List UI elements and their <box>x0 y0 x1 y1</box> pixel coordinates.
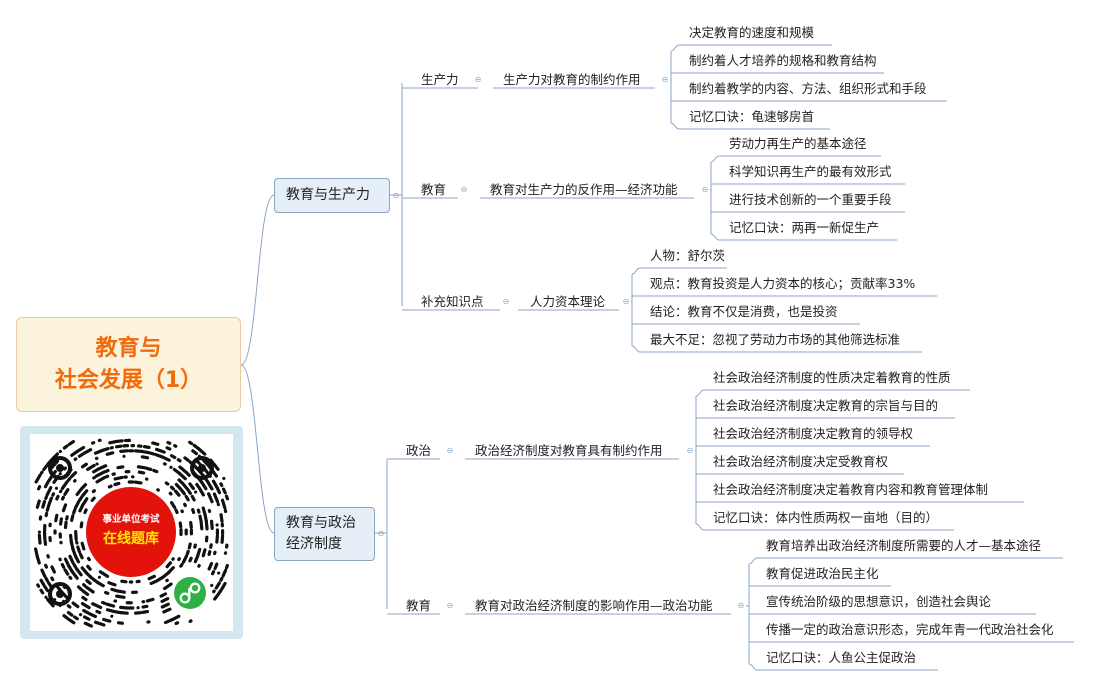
minus-circle-icon[interactable]: ⊖ <box>474 75 482 84</box>
minus-circle-icon[interactable]: ⊖ <box>460 185 468 194</box>
branch1-sub-0-item-3[interactable]: 记忆口诀：龟速够房首 <box>689 109 815 124</box>
branch1-sub-1-item-0[interactable]: 劳动力再生产的基本途径 <box>729 136 867 151</box>
connector-root-branch1 <box>240 194 275 366</box>
branch2-sub-0-item-1[interactable]: 社会政治经济制度决定教育的宗旨与目的 <box>713 398 939 413</box>
item-connector <box>695 389 705 397</box>
item-connector <box>748 557 758 565</box>
item-connector <box>695 523 705 531</box>
branch1-sub-1-item-3[interactable]: 记忆口诀：两再一新促生产 <box>729 220 880 235</box>
minus-circle-icon[interactable]: ⊖ <box>446 601 454 610</box>
mini-program-icon <box>171 574 209 612</box>
qr-code-image: 事业单位考试 在线题库 <box>34 438 230 628</box>
item-connector <box>748 663 758 671</box>
minus-circle-icon[interactable]: ⊖ <box>392 191 400 200</box>
branch1-sub-2-item-2[interactable]: 结论：教育不仅是消费，也是投资 <box>650 304 838 319</box>
minus-circle-icon[interactable]: ⊖ <box>737 601 745 610</box>
item-connector <box>670 44 680 52</box>
branch2-sub-0-item-3[interactable]: 社会政治经济制度决定受教育权 <box>713 454 889 469</box>
branch-production-title: 教育与生产力 <box>286 187 370 203</box>
branch1-sub-0-label[interactable]: 生产力 <box>421 72 459 87</box>
branch1-sub-0-item-2[interactable]: 制约着教学的内容、方法、组织形式和手段 <box>689 81 927 96</box>
item-connector <box>631 267 641 275</box>
minus-circle-icon[interactable]: ⊖ <box>661 75 669 84</box>
minus-circle-icon[interactable]: ⊖ <box>377 529 385 538</box>
branch1-sub-0-topic[interactable]: 生产力对教育的制约作用 <box>503 72 641 87</box>
branch1-sub-1-item-2[interactable]: 进行技术创新的一个重要手段 <box>729 192 892 207</box>
branch2-sub-1-item-2[interactable]: 宣传统治阶级的思想意识，创造社会舆论 <box>766 594 992 609</box>
branch2-sub-1-label[interactable]: 教育 <box>406 598 432 613</box>
qr-code-background: 事业单位考试 在线题库 <box>30 434 233 631</box>
item-connector <box>710 155 720 163</box>
branch2-sub-0-item-0[interactable]: 社会政治经济制度的性质决定着教育的性质 <box>713 370 951 385</box>
branch1-sub-2-topic[interactable]: 人力资本理论 <box>530 294 606 309</box>
branch1-sub-0-item-1[interactable]: 制约着人才培养的规格和教育结构 <box>689 53 877 68</box>
branch1-sub-2-item-1[interactable]: 观点：教育投资是人力资本的核心；贡献率33% <box>650 276 916 291</box>
minus-circle-icon[interactable]: ⊖ <box>446 446 454 455</box>
branch-politics-title-line2: 经济制度 <box>286 536 342 552</box>
branch2-sub-1-item-4[interactable]: 记忆口诀：人鱼公主促政治 <box>766 650 917 665</box>
branch2-sub-0-label[interactable]: 政治 <box>406 443 432 458</box>
minus-circle-icon[interactable]: ⊖ <box>686 446 694 455</box>
branch1-sub-1-item-1[interactable]: 科学知识再生产的最有效形式 <box>729 164 892 179</box>
branch2-sub-1-item-3[interactable]: 传播一定的政治意识形态，完成年青一代政治社会化 <box>766 622 1054 637</box>
item-connector <box>631 345 641 353</box>
qr-code-panel: 事业单位考试 在线题库 <box>20 426 243 639</box>
branch-politics-title-line1: 教育与政治 <box>286 515 356 531</box>
branch1-sub-1-label[interactable]: 教育 <box>421 182 447 197</box>
qr-badge-main: 在线题库 <box>103 530 159 547</box>
branch1-sub-2-item-3[interactable]: 最大不足：忽视了劳动力市场的其他筛选标准 <box>650 332 901 347</box>
branch-politics[interactable]: 教育与政治 经济制度 <box>274 507 375 561</box>
branch1-sub-2-label[interactable]: 补充知识点 <box>421 294 484 309</box>
branch2-sub-1-topic[interactable]: 教育对政治经济制度的影响作用—政治功能 <box>475 598 713 613</box>
branch2-sub-1-item-0[interactable]: 教育培养出政治经济制度所需要的人才—基本途径 <box>766 538 1042 553</box>
branch2-sub-0-topic[interactable]: 政治经济制度对教育具有制约作用 <box>475 443 663 458</box>
branch2-sub-0-item-4[interactable]: 社会政治经济制度决定着教育内容和教育管理体制 <box>713 482 989 497</box>
root-title-line1: 教育与 <box>95 335 162 361</box>
branch2-sub-0-item-5[interactable]: 记忆口诀：体内性质两权一亩地（目的） <box>713 510 939 525</box>
connector-root-branch2 <box>240 364 275 534</box>
qr-badge <box>86 487 176 577</box>
branch1-sub-1-topic[interactable]: 教育对生产力的反作用—经济功能 <box>490 182 678 197</box>
branch1-sub-2-item-0[interactable]: 人物：舒尔茨 <box>650 248 726 263</box>
minus-circle-icon[interactable]: ⊖ <box>701 185 709 194</box>
root-title-line2: 社会发展（1） <box>54 367 203 393</box>
qr-badge-top: 事业单位考试 <box>102 513 160 525</box>
branch1-sub-0-item-0[interactable]: 决定教育的速度和规模 <box>689 25 815 40</box>
branch2-sub-1-item-1[interactable]: 教育促进政治民主化 <box>766 566 879 581</box>
minus-circle-icon[interactable]: ⊖ <box>502 297 510 306</box>
branch2-sub-0-item-2[interactable]: 社会政治经济制度决定教育的领导权 <box>713 426 914 441</box>
minus-circle-icon[interactable]: ⊖ <box>622 297 630 306</box>
root-topic[interactable]: 教育与 社会发展（1） <box>16 317 241 412</box>
branch-production[interactable]: 教育与生产力 <box>274 178 390 213</box>
item-connector <box>710 233 720 241</box>
item-connector <box>670 122 680 130</box>
